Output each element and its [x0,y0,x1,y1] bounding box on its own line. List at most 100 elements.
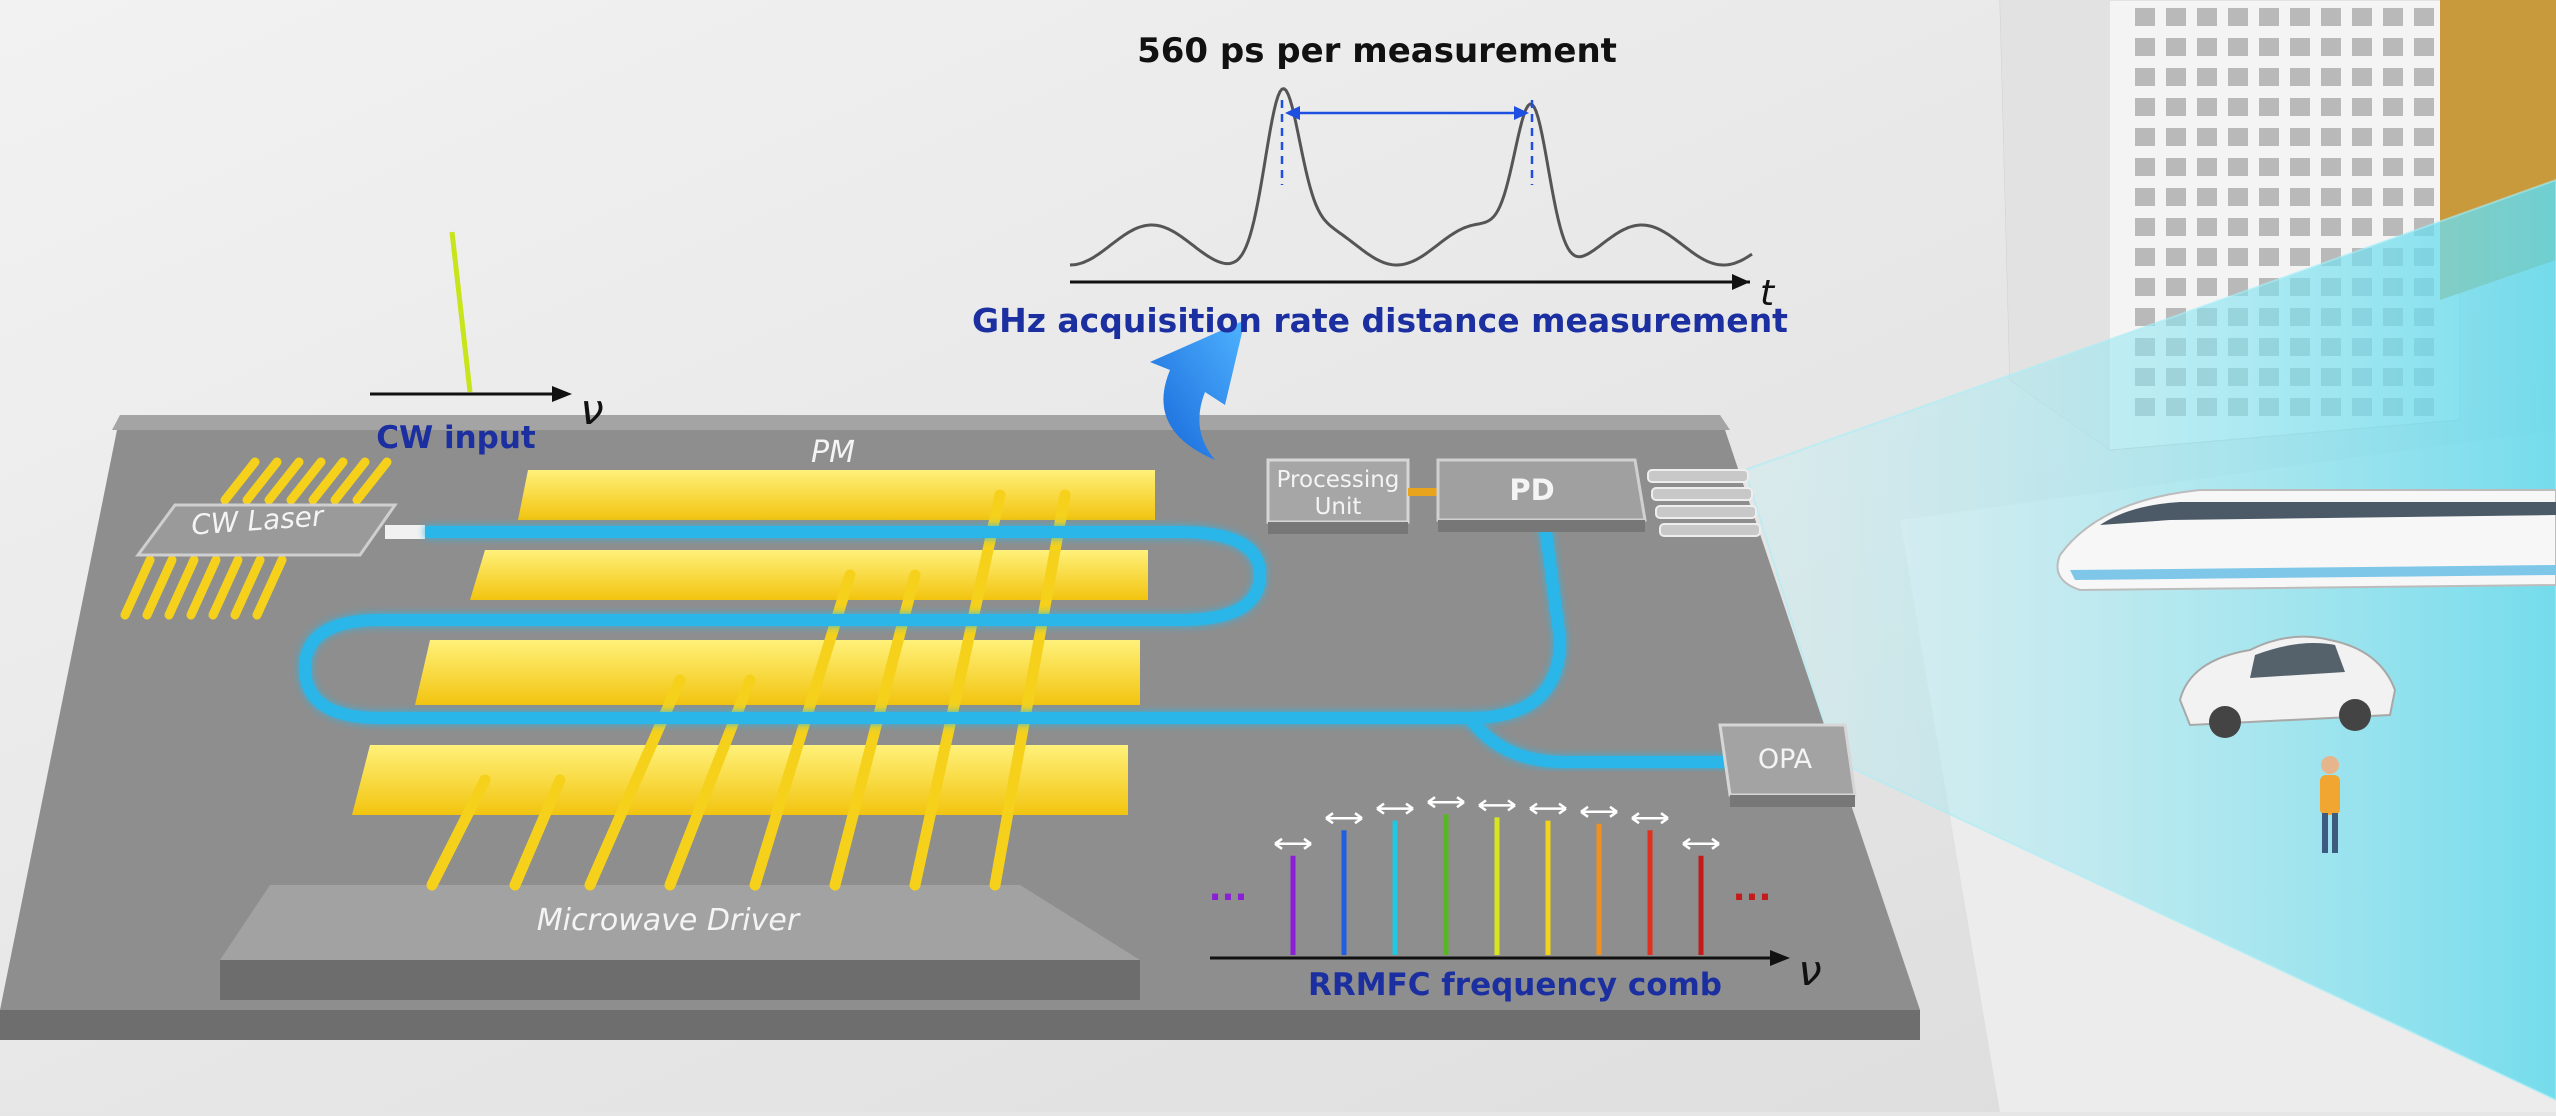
building-window [2414,68,2434,86]
building-window [2321,128,2341,146]
building-window [2321,218,2341,236]
building-window [2166,68,2186,86]
building-window [2228,248,2248,266]
building-window [2228,8,2248,26]
building-window [2166,8,2186,26]
building-window [2414,98,2434,116]
building-window [2352,8,2372,26]
pu-pd-link [1408,488,1438,496]
building-window [2228,128,2248,146]
building-window [2197,218,2217,236]
measurement-title: 560 ps per measurement [1137,31,1617,71]
building-window [2197,8,2217,26]
building-window [2414,158,2434,176]
building-window [2135,188,2155,206]
comb-label: RRMFC frequency comb [1308,967,1722,1003]
building-window [2135,248,2155,266]
building-window [2383,128,2403,146]
building-window [2290,158,2310,176]
building-window [2197,248,2217,266]
building-window [2321,188,2341,206]
building-window [2321,38,2341,56]
building-window [2414,8,2434,26]
building-window [2383,158,2403,176]
building-window [2135,98,2155,116]
building-window [2352,158,2372,176]
building-window [2228,68,2248,86]
building-window [2383,68,2403,86]
building-window [2321,8,2341,26]
building-window [2352,98,2372,116]
pd-label: PD [1509,473,1554,507]
building-window [2197,158,2217,176]
building-window [2197,68,2217,86]
building-window [2166,98,2186,116]
building-window [2383,38,2403,56]
building-window [2414,38,2434,56]
building-window [2166,128,2186,146]
building-window [2228,218,2248,236]
building-window [2166,248,2186,266]
building-window [2228,158,2248,176]
building-window [2166,218,2186,236]
building-window [2321,158,2341,176]
building-window [2352,128,2372,146]
building-window [2290,188,2310,206]
building-window [2228,188,2248,206]
building-window [2197,98,2217,116]
building-window [2166,188,2186,206]
building-window [2352,218,2372,236]
building-window [2135,308,2155,326]
building-window [2290,68,2310,86]
building-window [2259,248,2279,266]
microwave-driver-label: Microwave Driver [537,903,801,938]
building-window [2259,98,2279,116]
processing-label-2: Unit [1315,494,1362,520]
building-window [2166,158,2186,176]
building-window [2197,278,2217,296]
building-window [2259,68,2279,86]
building-window [2228,38,2248,56]
building-window [2135,8,2155,26]
building-window [2259,188,2279,206]
pm-label: PM [811,435,855,470]
building-window [2135,218,2155,236]
building-window [2321,68,2341,86]
building-window [2383,98,2403,116]
building-window [2290,38,2310,56]
nu-comb-label: ν [1798,946,1821,995]
building-window [2414,128,2434,146]
train-icon [2058,490,2556,590]
processing-label-1: Processing [1277,467,1400,493]
building-window [2135,128,2155,146]
building-window [2414,188,2434,206]
cw-input-label: CW input [376,420,536,456]
building-window [2135,38,2155,56]
building-window [2166,38,2186,56]
building-window [2383,188,2403,206]
building-window [2259,218,2279,236]
building-window [2135,278,2155,296]
comb-dots-right: ... [1733,869,1772,909]
building-window [2290,218,2310,236]
building-window [2259,158,2279,176]
comb-dots-left: ... [1209,869,1248,909]
building-window [2166,278,2186,296]
building-window [2290,8,2310,26]
building-window [2383,8,2403,26]
building-window [2228,98,2248,116]
building-window [2352,38,2372,56]
opa-label: OPA [1758,744,1813,775]
building-window [2352,68,2372,86]
building-window [2290,248,2310,266]
building-window [2290,128,2310,146]
building-window [2259,8,2279,26]
building-window [2259,128,2279,146]
building-window [2259,38,2279,56]
building-window [2135,158,2155,176]
building-window [2290,98,2310,116]
nu-input-label: ν [580,385,603,434]
building-window [2197,188,2217,206]
